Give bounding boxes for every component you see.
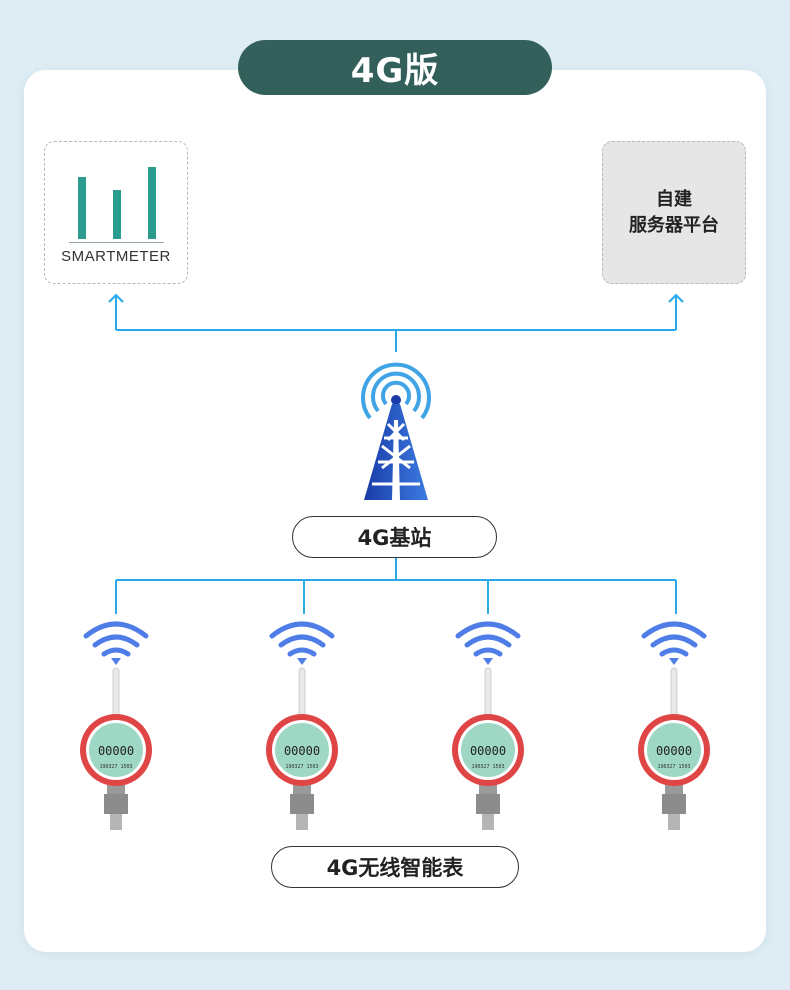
lower-connector-lines [115, 558, 677, 614]
meter-subtext: 190327 1503 [99, 764, 132, 770]
cell-tower-icon [364, 404, 428, 500]
server-label-line2: 服务器平台 [629, 214, 719, 236]
version-title: 4G版 [238, 40, 552, 95]
meter-nut [476, 794, 500, 814]
meter-subtext: 190327 1503 [285, 764, 318, 770]
wifi-icon [641, 621, 707, 665]
base-station-label: 4G基站 [292, 516, 497, 558]
meter-digits: 00000 [284, 744, 320, 758]
smart-meter-device: 00000 190327 1503 [266, 667, 338, 830]
meter-lcd [275, 723, 329, 777]
server-label-line1: 自建 [656, 188, 692, 210]
upper-connector-lines [115, 296, 677, 352]
meter-subtext: 190327 1503 [657, 764, 690, 770]
meter-lcd [89, 723, 143, 777]
arrow-up-icon [108, 293, 684, 303]
smart-meter-device: 00000 190327 1503 [638, 667, 710, 830]
antenna [112, 667, 120, 721]
tower-signal-icon [361, 362, 431, 420]
meter-digits: 00000 [656, 744, 692, 758]
meter-nut [290, 794, 314, 814]
meter-nut [104, 794, 128, 814]
meter-lcd [461, 723, 515, 777]
wifi-icons [83, 621, 707, 665]
smart-meter-label: 4G无线智能表 [271, 846, 519, 888]
meter-thread [296, 814, 308, 830]
antenna [484, 667, 492, 721]
tower-antenna-tip [391, 395, 401, 405]
meter-lcd [647, 723, 701, 777]
meter-digits: 00000 [470, 744, 506, 758]
smartmeter-logo-box: SMARTMETER [44, 141, 188, 284]
server-platform-box: 自建 服务器平台 [602, 141, 746, 284]
smartmeter-brand-text: SMARTMETER [61, 248, 171, 265]
meter-digits: 00000 [98, 744, 134, 758]
wifi-icon [83, 621, 149, 665]
meter-subtext: 190327 1503 [471, 764, 504, 770]
smart-meter-device: 00000 190327 1503 [452, 667, 524, 830]
smart-meters: 00000 190327 1503 00000 190327 1503 00000 190… [80, 667, 710, 830]
antenna [670, 667, 678, 721]
meter-nut [662, 794, 686, 814]
smartmeter-logo-icon [69, 167, 164, 243]
meter-thread [668, 814, 680, 830]
antenna [298, 667, 306, 721]
meter-thread [110, 814, 122, 830]
wifi-icon [269, 621, 335, 665]
meter-thread [482, 814, 494, 830]
smart-meter-device: 00000 190327 1503 [80, 667, 152, 830]
wifi-icon [455, 621, 521, 665]
